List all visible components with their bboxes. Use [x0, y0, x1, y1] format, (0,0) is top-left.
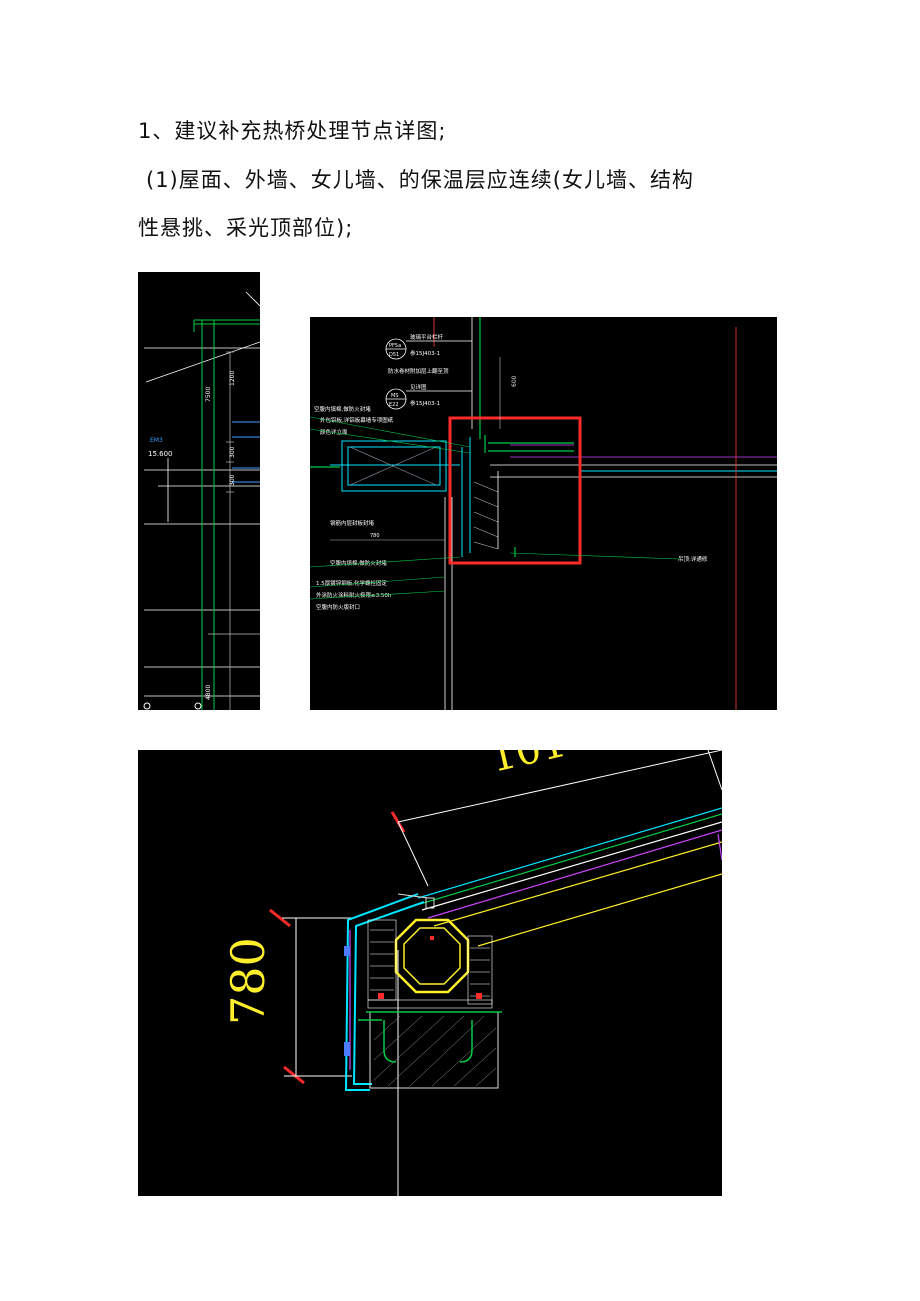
- svg-text:空腹内填棉,做防火封堵: 空腹内填棉,做防火封堵: [314, 405, 371, 413]
- svg-text:D51: D51: [389, 352, 399, 358]
- highlight-box: [448, 416, 582, 565]
- svg-text:参15J403-1: 参15J403-1: [410, 399, 440, 407]
- svg-text:外包铝板,详铝板幕墙专项图纸: 外包铝板,详铝板幕墙专项图纸: [320, 416, 394, 424]
- steel-tube-section: [394, 918, 470, 994]
- svg-text:外涂防火涂料耐火极限≥3.50h: 外涂防火涂料耐火极限≥3.50h: [316, 591, 392, 599]
- item-line-2: 性悬挑、采光顶部位);: [138, 216, 354, 240]
- svg-text:参15J403-1: 参15J403-1: [410, 349, 440, 357]
- svg-text:PF5a: PF5a: [389, 343, 401, 349]
- cad-skylight-detail: 780 101: [138, 750, 722, 1196]
- svg-text:7500: 7500: [205, 387, 212, 402]
- svg-text:吊顶:详通修: 吊顶:详通修: [678, 555, 708, 563]
- dimension-top-label: 101: [486, 750, 571, 782]
- svg-text:空腹内填棉,做防火封堵: 空腹内填棉,做防火封堵: [330, 559, 387, 567]
- heading-line: 1、建议补充热桥处理节点详图;: [138, 119, 447, 143]
- svg-text:玻璃平台栏杆: 玻璃平台栏杆: [410, 333, 444, 341]
- svg-text:4800: 4800: [205, 685, 212, 700]
- svg-text:颜色详立面: 颜色详立面: [320, 428, 348, 436]
- elevation-value: 15.600: [148, 450, 173, 458]
- svg-text:300: 300: [229, 474, 236, 486]
- svg-text:600: 600: [511, 375, 518, 387]
- svg-text:钢筋内层封板封堵: 钢筋内层封板封堵: [330, 519, 375, 527]
- svg-text:防水卷材附加层上翻至顶: 防水卷材附加层上翻至顶: [388, 367, 449, 375]
- cad-parapet-detail: 600 PF5a D51 MS E22 玻璃平台栏杆 参15J403-1 防水卷…: [310, 317, 777, 710]
- svg-text:1.5厚镀锌钢板,化学螺栓固定: 1.5厚镀锌钢板,化学螺栓固定: [316, 579, 387, 587]
- svg-text:1200: 1200: [229, 371, 236, 386]
- svg-text:780: 780: [370, 533, 380, 539]
- cad-elevation-strip: EM3 15.600 1200 7500 300 300 4800: [138, 272, 260, 710]
- svg-text:E22: E22: [389, 402, 399, 408]
- svg-text:MS: MS: [391, 393, 399, 399]
- elev-tag: EM3: [150, 437, 163, 444]
- item-line-1: (1)屋面、外墙、女儿墙、的保温层应连续(女儿墙、结构: [146, 168, 694, 192]
- svg-text:见详图: 见详图: [410, 383, 427, 391]
- svg-text:300: 300: [229, 446, 236, 458]
- dimension-780-label: 780: [221, 937, 275, 1025]
- svg-text:空腹内防火版封口: 空腹内防火版封口: [316, 603, 360, 611]
- concrete-beam: [369, 1011, 499, 1089]
